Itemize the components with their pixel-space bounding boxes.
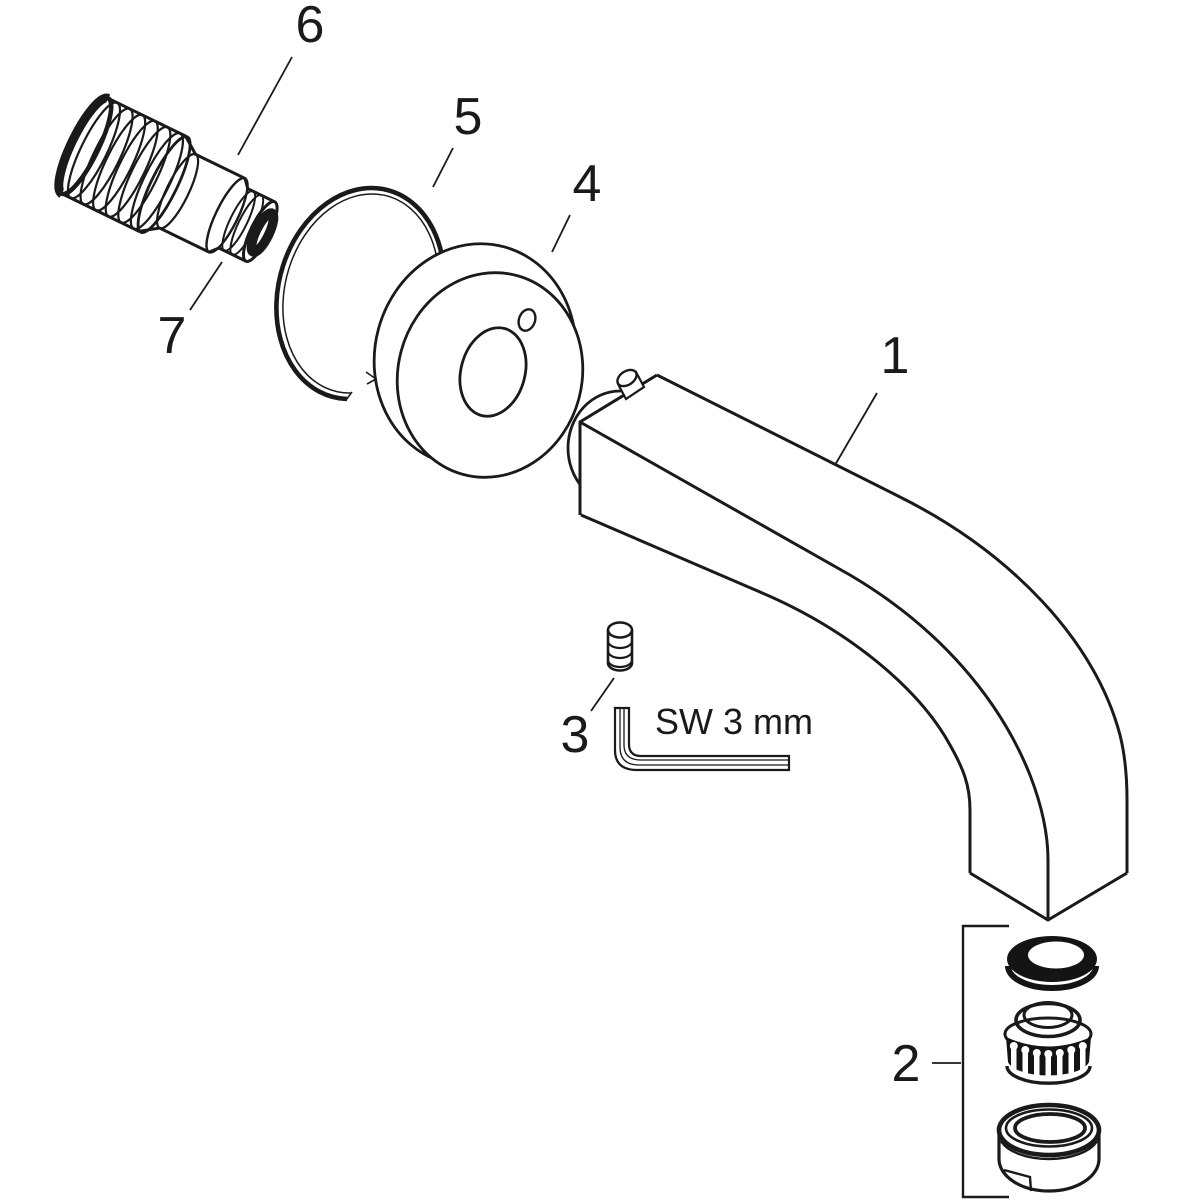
- leader-7: [189, 261, 223, 311]
- spout-screw-boss: [616, 368, 646, 401]
- callout-4: 4: [573, 155, 602, 213]
- leader-1: [834, 392, 878, 466]
- o-ring: [246, 208, 279, 257]
- leader-3: [590, 677, 615, 712]
- bracket-2: [961, 924, 1009, 1199]
- leader-5: [432, 147, 454, 188]
- set-screw: [606, 621, 634, 672]
- allen-key: [613, 706, 791, 772]
- aerator-insert: [1003, 1001, 1093, 1085]
- escutcheon-center-hole: [458, 326, 528, 418]
- callout-5: 5: [454, 88, 483, 146]
- leader-4: [551, 214, 571, 253]
- callout-6: 6: [296, 0, 325, 54]
- sleeve-notch: [1003, 1168, 1033, 1192]
- callout-7: 7: [158, 307, 187, 365]
- callout-2: 2: [892, 1035, 921, 1093]
- threaded-adapter: [54, 93, 279, 263]
- spout-outlet-end: [969, 871, 1128, 922]
- escutcheon-notch: [365, 371, 378, 385]
- escutcheon-pin-hole: [517, 308, 537, 332]
- aerator-outer-sleeve: [996, 1102, 1102, 1193]
- leader-6: [237, 56, 293, 156]
- callout-3: 3: [561, 706, 590, 764]
- escutcheon: [365, 242, 585, 479]
- tool-size-note: SW 3 mm: [655, 701, 813, 742]
- aerator-seal-ring: [1005, 936, 1099, 991]
- leader-lines: [189, 56, 1009, 1199]
- callout-1: 1: [881, 327, 910, 385]
- spout-body: [566, 368, 1129, 922]
- callout-labels: 1 2 3 4 5 6 7 SW 3 mm: [158, 0, 921, 1093]
